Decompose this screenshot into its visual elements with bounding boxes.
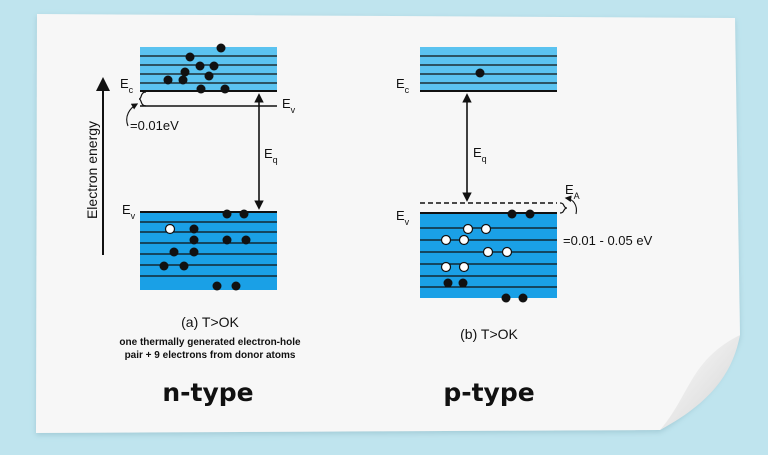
p-gap-energy-label: Eq xyxy=(473,145,487,164)
electron xyxy=(195,61,205,71)
p-acceptor-gap-brace xyxy=(559,202,568,214)
electron xyxy=(180,67,190,77)
electron xyxy=(159,261,169,271)
p-valence-holes xyxy=(440,223,513,273)
p-type-title: p-type xyxy=(443,378,534,407)
n-conduction-band-lines xyxy=(140,55,277,92)
hole xyxy=(480,223,492,235)
electron xyxy=(185,52,195,62)
electron xyxy=(204,71,214,81)
hole xyxy=(501,246,513,258)
n-note-line2: pair + 9 electrons from donor atoms xyxy=(125,350,296,361)
n-donor-gap-value: =0.01eV xyxy=(130,118,179,133)
n-conduction-electrons xyxy=(163,43,230,94)
electron xyxy=(196,84,206,94)
electron xyxy=(222,209,232,219)
n-ev-label: Ev xyxy=(122,202,136,221)
electron xyxy=(239,209,249,219)
n-donor-level-label: Ev xyxy=(282,96,296,115)
n-donor-gap-pointer xyxy=(126,103,139,127)
p-acceptor-gap-value: =0.01 - 0.05 eV xyxy=(563,233,653,248)
p-type-diagram: Ec Eq EA =0.01 - 0.05 eV xyxy=(396,47,653,407)
n-note-line1: one thermally generated electron-hole xyxy=(119,337,301,348)
n-conduction-band xyxy=(140,47,277,92)
hole xyxy=(458,234,470,246)
n-valence-band xyxy=(140,212,277,290)
p-ec-label: Ec xyxy=(396,76,410,95)
electron xyxy=(209,61,219,71)
electron xyxy=(163,75,173,85)
electron xyxy=(241,235,251,245)
electron xyxy=(189,247,199,257)
electron xyxy=(216,43,226,53)
electron xyxy=(443,278,453,288)
electron xyxy=(458,278,468,288)
p-conduction-band xyxy=(420,47,557,92)
electron xyxy=(518,293,528,303)
p-acceptor-gap-pointer xyxy=(564,195,577,215)
n-gap-energy-label: Eq xyxy=(264,146,278,165)
n-ec-label: Ec xyxy=(120,76,134,95)
energy-axis-label: Electron energy xyxy=(84,121,100,219)
p-ev-label: Ev xyxy=(396,208,410,227)
electron xyxy=(179,261,189,271)
p-conduction-band-lines xyxy=(420,55,557,92)
electron xyxy=(525,209,535,219)
hole xyxy=(482,246,494,258)
electron xyxy=(212,281,222,291)
p-valence-electrons xyxy=(443,209,535,303)
electron xyxy=(475,68,485,78)
n-caption: (a) T>OK xyxy=(181,314,239,330)
electron xyxy=(189,235,199,245)
n-type-title: n-type xyxy=(162,378,253,407)
hole xyxy=(164,223,176,235)
hole xyxy=(440,234,452,246)
n-type-diagram: Electron energy Ec Ev xyxy=(84,43,301,407)
n-donor-gap-brace xyxy=(138,91,147,107)
hole xyxy=(462,223,474,235)
hole xyxy=(440,261,452,273)
p-caption: (b) T>OK xyxy=(460,326,518,342)
n-valence-electrons xyxy=(159,209,251,291)
hole xyxy=(458,261,470,273)
electron xyxy=(169,247,179,257)
electron xyxy=(178,75,188,85)
paper-curl xyxy=(660,335,740,430)
electron xyxy=(189,224,199,234)
electron xyxy=(231,281,241,291)
electron xyxy=(507,209,517,219)
electron xyxy=(222,235,232,245)
paper-sheet xyxy=(36,14,740,433)
electron xyxy=(501,293,511,303)
electron xyxy=(220,84,230,94)
p-acceptor-level-label: EA xyxy=(565,182,580,201)
